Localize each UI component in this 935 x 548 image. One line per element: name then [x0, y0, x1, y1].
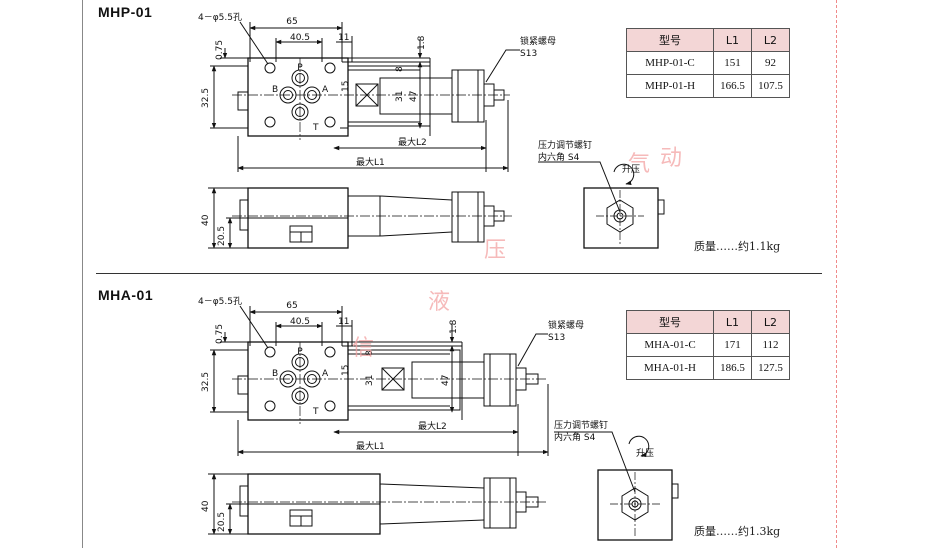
- table-row: MHA-01-H 186.5 127.5: [626, 356, 790, 380]
- dim-15: 15: [341, 81, 351, 92]
- dim-47: 47: [441, 375, 451, 386]
- header-model: 型号: [626, 310, 714, 334]
- table-header-row: 型号 L1 L2: [626, 310, 790, 334]
- cell-model: MHA-01-C: [626, 333, 714, 357]
- watermark-char: 液: [428, 290, 451, 315]
- table-header-row: 型号 L1 L2: [626, 28, 790, 52]
- port-t: T: [312, 407, 319, 417]
- port-b: B: [272, 369, 278, 379]
- mhp-side-view: [208, 187, 512, 249]
- cell-l2: 127.5: [751, 356, 790, 380]
- max-l1-label: 最大L1: [356, 156, 385, 168]
- dim-31: 31: [395, 91, 405, 102]
- section-title-mhp: MHP-01: [98, 4, 153, 20]
- watermark-char: 动: [660, 146, 683, 171]
- cell-l1: 171: [713, 333, 752, 357]
- hex-label: 内六角 S4: [554, 431, 596, 443]
- holes-label: 4－φ5.5孔: [198, 12, 242, 23]
- cell-l2: 107.5: [751, 74, 790, 98]
- section-title-mha: MHA-01: [98, 287, 154, 303]
- header-l1: L1: [713, 310, 752, 334]
- dim-0-75: 0.75: [215, 324, 225, 344]
- dim-65: 65: [286, 17, 297, 27]
- watermark-char: 信: [352, 336, 375, 361]
- dim-65: 65: [286, 301, 297, 311]
- mha-dimension-labels: 4－φ5.5孔 65 40.5 11 0.75 32.5 1.8 8 15 31…: [198, 296, 654, 532]
- cell-l1: 151: [713, 51, 752, 75]
- port-p: P: [297, 63, 303, 73]
- header-l2: L2: [751, 28, 790, 52]
- port-t: T: [312, 123, 319, 133]
- raise-label: 升压: [622, 164, 640, 175]
- cell-l2: 92: [751, 51, 790, 75]
- header-l1: L1: [713, 28, 752, 52]
- weight-mha: 质量……约1.3kg: [694, 525, 781, 538]
- weight-mhp: 质量……约1.1kg: [694, 240, 781, 253]
- cell-model: MHA-01-H: [626, 356, 714, 380]
- dim-11: 11: [338, 33, 349, 43]
- lock-nut-label: 锁紧螺母: [548, 319, 584, 331]
- dim-40: 40: [201, 214, 211, 226]
- pressure-screw-label: 压力调节螺钉: [538, 139, 592, 151]
- holes-label: 4－φ5.5孔: [198, 296, 242, 307]
- cell-model: MHP-01-C: [626, 51, 714, 75]
- dim-32-5: 32.5: [201, 372, 211, 392]
- port-b: B: [272, 85, 278, 95]
- dim-32-5: 32.5: [201, 88, 211, 108]
- dim-31: 31: [365, 375, 375, 386]
- table-row: MHP-01-C 151 92: [626, 51, 790, 75]
- lock-nut-label: 锁紧螺母: [520, 35, 556, 47]
- mhp-dimension-labels: 4－φ5.5孔 65 40.5 11 0.75 32.5 1.8 8 15 31…: [198, 12, 640, 246]
- lock-size-label: S13: [548, 333, 565, 343]
- cell-l1: 186.5: [713, 356, 752, 380]
- port-a: A: [322, 85, 329, 95]
- cell-model: MHP-01-H: [626, 74, 714, 98]
- dim-1-8: 1.8: [449, 319, 459, 334]
- cell-l1: 166.5: [713, 74, 752, 98]
- dim-15: 15: [341, 365, 351, 376]
- pressure-screw-label: 压力调节螺钉: [554, 419, 608, 431]
- dim-8: 8: [365, 350, 375, 356]
- mha-side-view: [208, 473, 546, 535]
- page-left-border: [82, 0, 83, 548]
- dim-47: 47: [409, 91, 419, 102]
- dim-20-5: 20.5: [217, 226, 227, 246]
- mha-top-view: [210, 305, 549, 456]
- max-l2-label: 最大L2: [418, 420, 447, 432]
- port-p: P: [297, 347, 303, 357]
- dim-11: 11: [338, 317, 349, 327]
- watermark-char: 压: [484, 238, 507, 263]
- dim-1-8: 1.8: [417, 35, 427, 50]
- header-model: 型号: [626, 28, 714, 52]
- mhp-end-view: [538, 161, 665, 249]
- raise-label: 升压: [636, 448, 654, 459]
- dim-20-5: 20.5: [217, 512, 227, 532]
- mhp-top-view: [210, 21, 520, 172]
- dim-0-75: 0.75: [215, 40, 225, 60]
- table-row: MHA-01-C 171 112: [626, 333, 790, 357]
- lock-size-label: S13: [520, 49, 537, 59]
- max-l1-label: 最大L1: [356, 440, 385, 452]
- spec-table-mha: 型号 L1 L2 MHA-01-C 171 112 MHA-01-H 186.5…: [626, 310, 790, 380]
- dim-8: 8: [395, 66, 405, 72]
- page-right-border: [836, 0, 838, 548]
- dim-40: 40: [201, 500, 211, 512]
- header-l2: L2: [751, 310, 790, 334]
- section-divider: [96, 273, 822, 274]
- watermark-char: 气: [628, 152, 651, 177]
- dim-40-5: 40.5: [290, 317, 310, 327]
- spec-table-mhp: 型号 L1 L2 MHP-01-C 151 92 MHP-01-H 166.5 …: [626, 28, 790, 98]
- max-l2-label: 最大L2: [398, 136, 427, 148]
- mha-end-view: [554, 431, 679, 541]
- hex-label: 内六角 S4: [538, 151, 580, 163]
- port-a: A: [322, 369, 329, 379]
- table-row: MHP-01-H 166.5 107.5: [626, 74, 790, 98]
- cell-l2: 112: [751, 333, 790, 357]
- dim-40-5: 40.5: [290, 33, 310, 43]
